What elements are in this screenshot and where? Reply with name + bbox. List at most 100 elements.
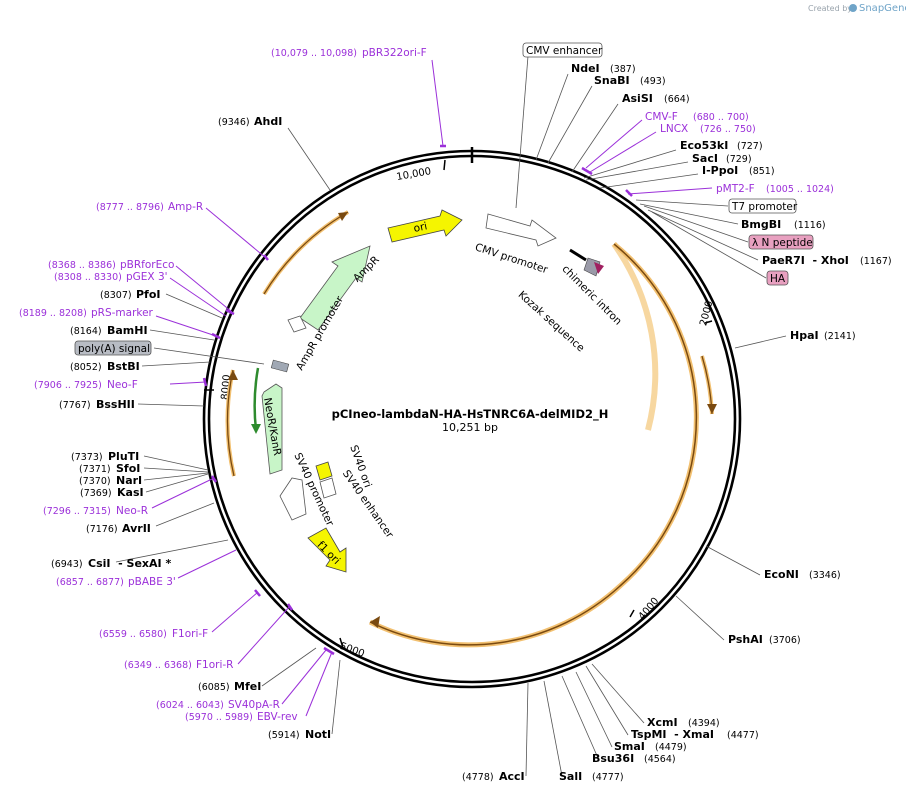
tick-label-5000: 5000 (338, 641, 366, 660)
site-xcmi-pos: (4394) (688, 718, 720, 729)
leader-ndei (535, 73, 569, 161)
primer-neo-r: Neo-R (116, 505, 148, 517)
lambda-n-box (748, 234, 814, 250)
site-i-ppoi-pos: (851) (749, 166, 775, 177)
primer-f1ori-f: F1ori-F (172, 628, 208, 640)
primer-mark-neo-f (202, 377, 208, 387)
site-tspmi-xmai-pos: (4477) (727, 730, 759, 741)
orf-arc-amp (263, 211, 349, 295)
orf-arc-amp-arrowhead (338, 212, 348, 221)
orf-arc-glow-1 (611, 242, 659, 431)
leader-hpai (734, 335, 787, 349)
leader-ebv-rev (305, 651, 333, 717)
site-ndei: NdeI (571, 62, 600, 75)
site-pluti: PluTI (108, 450, 139, 463)
primer-mark-f1ori-r (286, 603, 294, 611)
site-csii-sexai: CsiI - SexAI * (88, 557, 171, 570)
primer-pmt2-f-range: (1005 .. 1024) (766, 184, 834, 195)
t7-promoter-box (728, 198, 797, 214)
credit-prefix: Created by (808, 4, 852, 13)
primer-neo-f: Neo-F (107, 379, 138, 391)
neo-green-arrowhead (251, 424, 261, 434)
leader-amp-r (205, 207, 267, 259)
leader-pbr322ori-f (431, 59, 444, 147)
leader-noti (331, 659, 341, 735)
primer-neo-r-range: (7296 .. 7315) (43, 506, 111, 517)
primer-pbrforeco: pBRforEco (120, 259, 174, 271)
leader-acci (525, 682, 529, 777)
site-pshai-pos: (3706) (769, 635, 801, 646)
site-smai-pos: (4479) (655, 742, 687, 753)
site-sfoi: SfoI (116, 462, 140, 475)
site-avrii-pos: (7176) (86, 524, 118, 535)
cmv-enhancer-box (522, 42, 603, 58)
leader-f1ori-r (237, 605, 291, 665)
site-smai: SmaI (614, 740, 645, 753)
cmv-enhancer-label: CMV enhancer (526, 45, 603, 57)
leader-mfei (261, 647, 317, 687)
site-saci-pos: (729) (726, 154, 752, 165)
primer-lncx: LNCX (660, 123, 688, 135)
primer-mark-prs-marker (211, 332, 221, 340)
primer-sv40pa-r: SV40pA-R (228, 699, 280, 711)
site-pshai: PshAI (728, 633, 763, 646)
polya-box (74, 340, 152, 356)
feature-chimeric-intron-bar (569, 248, 587, 262)
site-kasi-pos: (7369) (80, 488, 112, 499)
feature-f1-ori-arrow (307, 527, 347, 573)
orf-arc-main-arrowhead (370, 616, 380, 628)
leader-pfoi (165, 293, 223, 319)
primer-pbrforeco-range: (8368 .. 8386) (48, 260, 116, 271)
tick-mark-5000 (339, 637, 344, 649)
primer-mark-f1ori-f (254, 589, 261, 597)
leader-xcmi (591, 663, 645, 724)
feature-cmv-promoter-label: CMV promoter (473, 241, 549, 276)
primer-f1ori-r-range: (6349 .. 6368) (124, 660, 192, 671)
polya-label: poly(A) signal (78, 343, 150, 355)
site-ahdi: AhdI (254, 115, 282, 128)
primer-mark-amp-r (263, 254, 269, 261)
leader-f1ori-f (211, 591, 259, 633)
primer-mark-sv40 (323, 646, 335, 656)
primer-pbr322ori-f-range: (10,079 .. 10,098) (271, 48, 357, 59)
site-mfei: MfeI (234, 680, 261, 693)
site-hpai-pos: (2141) (824, 331, 856, 342)
leader-prs-marker (155, 315, 217, 337)
leader-bmgbi (639, 203, 739, 225)
site-nari: NarI (116, 474, 142, 487)
primer-pgex-3: pGEX 3' (126, 271, 168, 283)
leader-pluti (143, 455, 209, 471)
snapgene-logo-icon (849, 4, 857, 12)
site-sali: SalI (559, 770, 582, 783)
site-bstbi: BstBI (107, 360, 140, 373)
tick-label-10000: 10,000 (396, 166, 432, 183)
primer-cmv-f-range: (680 .. 700) (693, 112, 749, 123)
primer-mark-neo-r (210, 475, 218, 483)
leader-bsshii (137, 403, 205, 407)
site-econi: EcoNI (764, 568, 799, 581)
site-bsu36i: Bsu36I (592, 752, 634, 765)
feature-ori-arrow (387, 209, 463, 243)
site-nari-pos: (7370) (79, 476, 111, 487)
primer-ebv-rev: EBV-rev (257, 711, 298, 723)
site-pfoi: PfoI (136, 288, 161, 301)
leader-polya (153, 347, 265, 365)
site-sali-pos: (4777) (592, 772, 624, 783)
primer-prs-marker: pRS-marker (91, 307, 154, 319)
site-csii-pos: (6943) (51, 559, 83, 570)
primer-pbabe-3: pBABE 3' (128, 576, 176, 588)
primer-sv40pa-r-range: (6024 .. 6043) (156, 700, 224, 711)
site-pfoi-pos: (8307) (100, 290, 132, 301)
leader-sfoi (143, 467, 209, 473)
feature-sv40-enhancer-box (319, 477, 337, 499)
primer-f1ori-r: F1ori-R (196, 659, 233, 671)
site-ahdi-pos: (9346) (218, 117, 250, 128)
feature-ampr-promoter-arrow (287, 315, 307, 333)
primer-mark-pbrforeco (225, 308, 235, 316)
lambda-n-label: λ N peptide (752, 237, 813, 249)
leader-bsu36i (561, 675, 599, 759)
feature-polya-box (270, 359, 290, 373)
site-ndei-pos: (387) (610, 64, 636, 75)
site-pluti-pos: (7373) (71, 452, 103, 463)
